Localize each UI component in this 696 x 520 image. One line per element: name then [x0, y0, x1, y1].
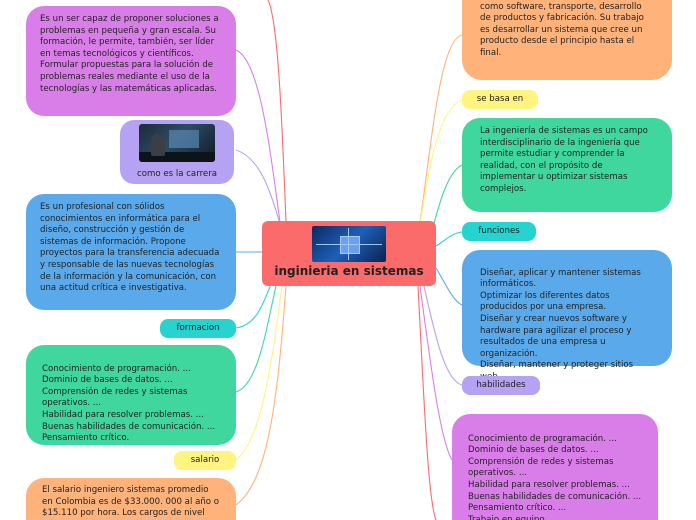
link-definition [235, 49, 281, 223]
person-shape [151, 134, 165, 156]
career-photo-image [139, 124, 215, 162]
trace-line-shape [348, 228, 349, 260]
formacion-text: formacion [176, 323, 220, 333]
trace-line-shape [316, 244, 382, 245]
se-basa-text: se basa en [476, 94, 524, 104]
link-functions [435, 267, 463, 306]
salary-text: El salario ingeniero sistemas promedio e… [42, 485, 220, 519]
link-bottom-right [417, 285, 437, 520]
functions-text: Diseñar, aplicar y mantener sistemas inf… [480, 267, 641, 382]
abilities-text: Conocimiento de programación. ... Domini… [468, 433, 642, 520]
link-habilidades [423, 285, 463, 386]
professional-text: Es un profesional con sólidos conocimien… [40, 202, 220, 294]
skills-text: Conocimiento de programación. ... Domini… [42, 363, 216, 444]
desk-shape [139, 152, 215, 162]
link-career-image [235, 149, 281, 225]
funciones-label[interactable]: funciones [462, 222, 536, 241]
career-image-caption: como es la carrera [136, 169, 218, 179]
link-skills [235, 285, 277, 393]
habilidades-text: habilidades [476, 380, 526, 390]
functions-card[interactable]: Diseñar, aplicar y mantener sistemas inf… [462, 250, 672, 382]
salario-label[interactable]: salario [174, 451, 236, 470]
salario-text: salario [190, 455, 220, 465]
central-topic-title: inginieria en sistemas [274, 264, 424, 278]
definition-text: Es un ser capaz de proponer soluciones a… [40, 14, 219, 94]
monitor-glow-shape [169, 130, 199, 148]
professional-card[interactable]: Es un profesional con sólidos conocimien… [26, 194, 236, 310]
central-topic-node[interactable]: inginieria en sistemas [262, 221, 436, 286]
top-right-text: sistema en una variedad de campos, como … [480, 1, 644, 58]
link-top-card [419, 34, 463, 223]
link-formacion [235, 281, 273, 329]
formacion-label[interactable]: formacion [160, 319, 236, 338]
link-salary-card [235, 285, 287, 506]
se-basa-label[interactable]: se basa en [462, 90, 538, 109]
link-se-basa [419, 99, 463, 225]
habilidades-label[interactable]: habilidades [462, 376, 540, 395]
funciones-text: funciones [478, 226, 520, 236]
skills-card[interactable]: Conocimiento de programación. ... Domini… [26, 345, 236, 445]
link-funciones [435, 231, 463, 247]
circuit-board-image [312, 226, 386, 262]
chip-shape [340, 236, 360, 254]
definition-card[interactable]: Es un ser capaz de proponer soluciones a… [26, 6, 236, 116]
link-top-left [267, 0, 287, 223]
abilities-card[interactable]: Conocimiento de programación. ... Domini… [452, 414, 658, 520]
link-salario [235, 285, 283, 461]
top-right-card[interactable]: sistema en una variedad de campos, como … [462, 0, 672, 80]
field-text: La ingeniería de sistemas es un campo in… [480, 126, 648, 194]
link-abilities [419, 285, 453, 461]
salary-card[interactable]: El salario ingeniero sistemas promedio e… [26, 478, 236, 520]
field-card[interactable]: La ingeniería de sistemas es un campo in… [462, 118, 672, 212]
career-image-node[interactable]: como es la carrera [120, 120, 234, 184]
